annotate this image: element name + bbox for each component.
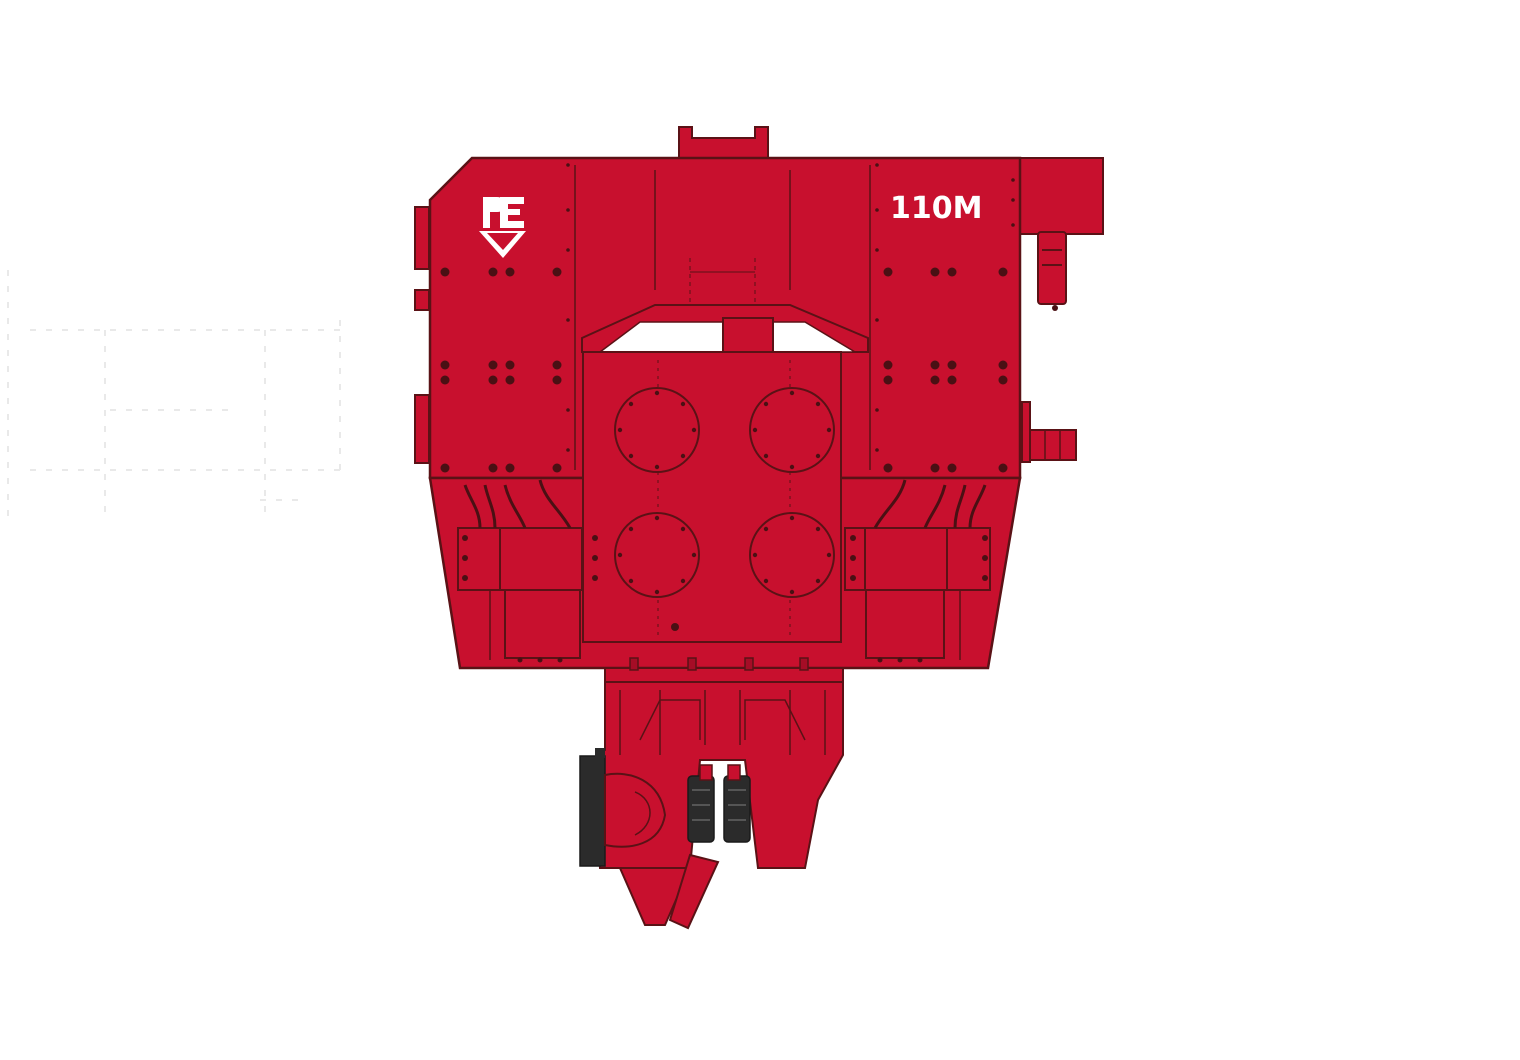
ghost-outline — [7, 270, 341, 520]
housing-bolts — [440, 163, 1015, 473]
left-side-plates — [414, 206, 430, 464]
weight-bolts — [617, 390, 832, 631]
right-motor-assembly — [844, 479, 991, 660]
left-motor-assembly — [457, 479, 584, 660]
right-bracket — [1017, 157, 1104, 463]
model-label: 110M — [890, 191, 982, 226]
clamp-top-bar — [604, 657, 844, 683]
eccentric-weights — [614, 387, 835, 598]
pe-logo — [479, 197, 526, 258]
motor-bolts — [462, 535, 988, 663]
clamp-body — [579, 681, 844, 930]
